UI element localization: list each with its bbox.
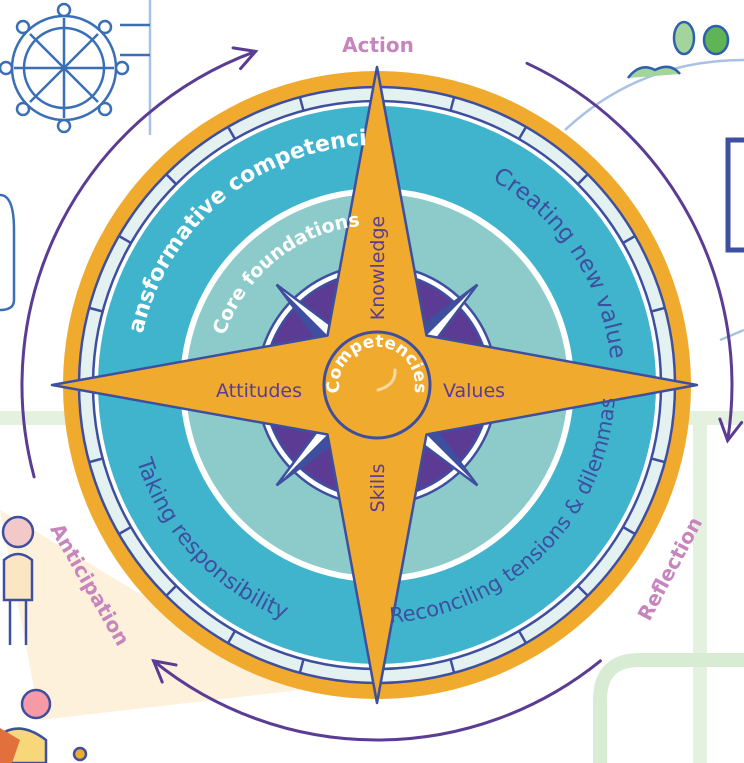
- arrowhead-icon: [231, 46, 259, 71]
- tick-mark: [298, 96, 305, 112]
- anticipation-cycle-arrow: [152, 659, 602, 742]
- tick-mark: [650, 306, 666, 313]
- tick-mark: [165, 584, 178, 597]
- people-icon: [0, 510, 300, 763]
- action-label: Action: [342, 33, 414, 57]
- knowledge-label: Knowledge: [367, 216, 389, 320]
- tick-mark: [576, 173, 589, 186]
- tick-mark: [88, 306, 104, 313]
- tick-mark: [622, 525, 636, 536]
- tick-mark: [298, 658, 305, 674]
- tick-mark: [449, 96, 456, 112]
- tick-mark: [226, 126, 237, 140]
- tick-mark: [517, 126, 528, 140]
- skills-label: Skills: [367, 464, 389, 513]
- tick-mark: [449, 658, 456, 674]
- compass-center: [322, 330, 432, 440]
- tick-mark: [576, 584, 589, 597]
- reflection-cycle-arrow: [525, 61, 734, 442]
- cycle-arrows: [20, 46, 744, 742]
- tick-mark: [650, 457, 666, 464]
- arrowhead-icon: [718, 417, 744, 444]
- values-label: Values: [443, 380, 505, 402]
- tick-mark: [165, 173, 178, 186]
- action-cycle-arrow: [20, 49, 258, 479]
- attitudes-label: Attitudes: [216, 380, 302, 402]
- tick-mark: [88, 457, 104, 464]
- tick-mark: [118, 234, 132, 245]
- tick-marks: [88, 96, 666, 674]
- tick-mark: [226, 630, 237, 644]
- tick-mark: [622, 234, 636, 245]
- trees-icon: [564, 20, 744, 342]
- ferris-wheel-icon: [0, 0, 152, 312]
- arrowhead-icon: [151, 658, 178, 684]
- tick-mark: [118, 525, 132, 536]
- tick-mark: [517, 630, 528, 644]
- center-highlight-icon: [376, 368, 397, 392]
